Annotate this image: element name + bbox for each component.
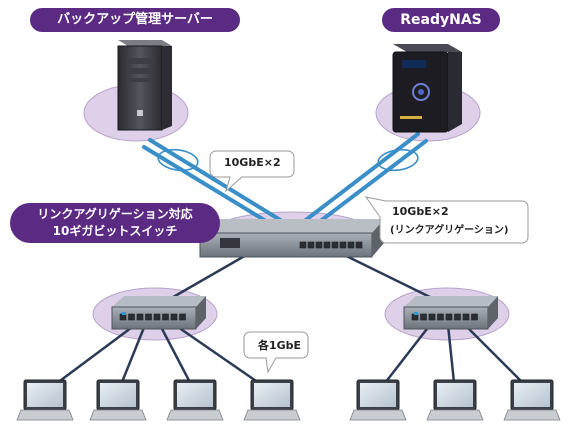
callout-balloon-backup [209, 150, 295, 193]
callout-text-clients: 各1GbE [258, 339, 302, 352]
tower-server-icon [117, 40, 172, 131]
laptop-icon [426, 379, 484, 421]
laptop-icon [243, 379, 301, 421]
label-readynas-text: ReadyNAS [400, 12, 482, 28]
label-backup-server: バックアップ管理サーバー [30, 8, 240, 32]
uplink-backup-server [142, 138, 292, 234]
uplink-readynas [296, 132, 428, 234]
laptop-icon [349, 379, 407, 421]
laptop-icon [503, 379, 561, 421]
uplink-ring-backup [157, 148, 199, 172]
callout-text-backup: 10GbE×2 [224, 156, 281, 169]
label-core-switch-line1: リンクアグリゲーション対応 [37, 207, 193, 221]
label-readynas: ReadyNAS [382, 8, 500, 32]
callout-balloon-clients [243, 331, 309, 374]
label-core-switch: リンクアグリゲーション対応 10ギガビットスイッチ [10, 203, 220, 243]
callout-text-nas-line1: 10GbE×2 [392, 205, 449, 218]
10g-switch-icon [199, 219, 384, 258]
uplink-ring-nas [377, 148, 419, 172]
laptop-icon [89, 379, 147, 421]
callout-text-nas-line2: (リンクアグリゲーション) [390, 225, 509, 236]
nas-storage-icon [392, 44, 462, 133]
laptop-icon [166, 379, 224, 421]
callout-balloon-nas [364, 196, 529, 244]
callout-balloons [209, 150, 529, 374]
label-backup-server-text: バックアップ管理サーバー [57, 12, 213, 27]
gigabit-switch-icon-right [403, 296, 498, 330]
gigabit-switch-icon [111, 296, 206, 330]
laptops [16, 379, 561, 421]
laptop-icon [16, 379, 74, 421]
label-core-switch-line2: 10ギガビットスイッチ [52, 224, 178, 238]
